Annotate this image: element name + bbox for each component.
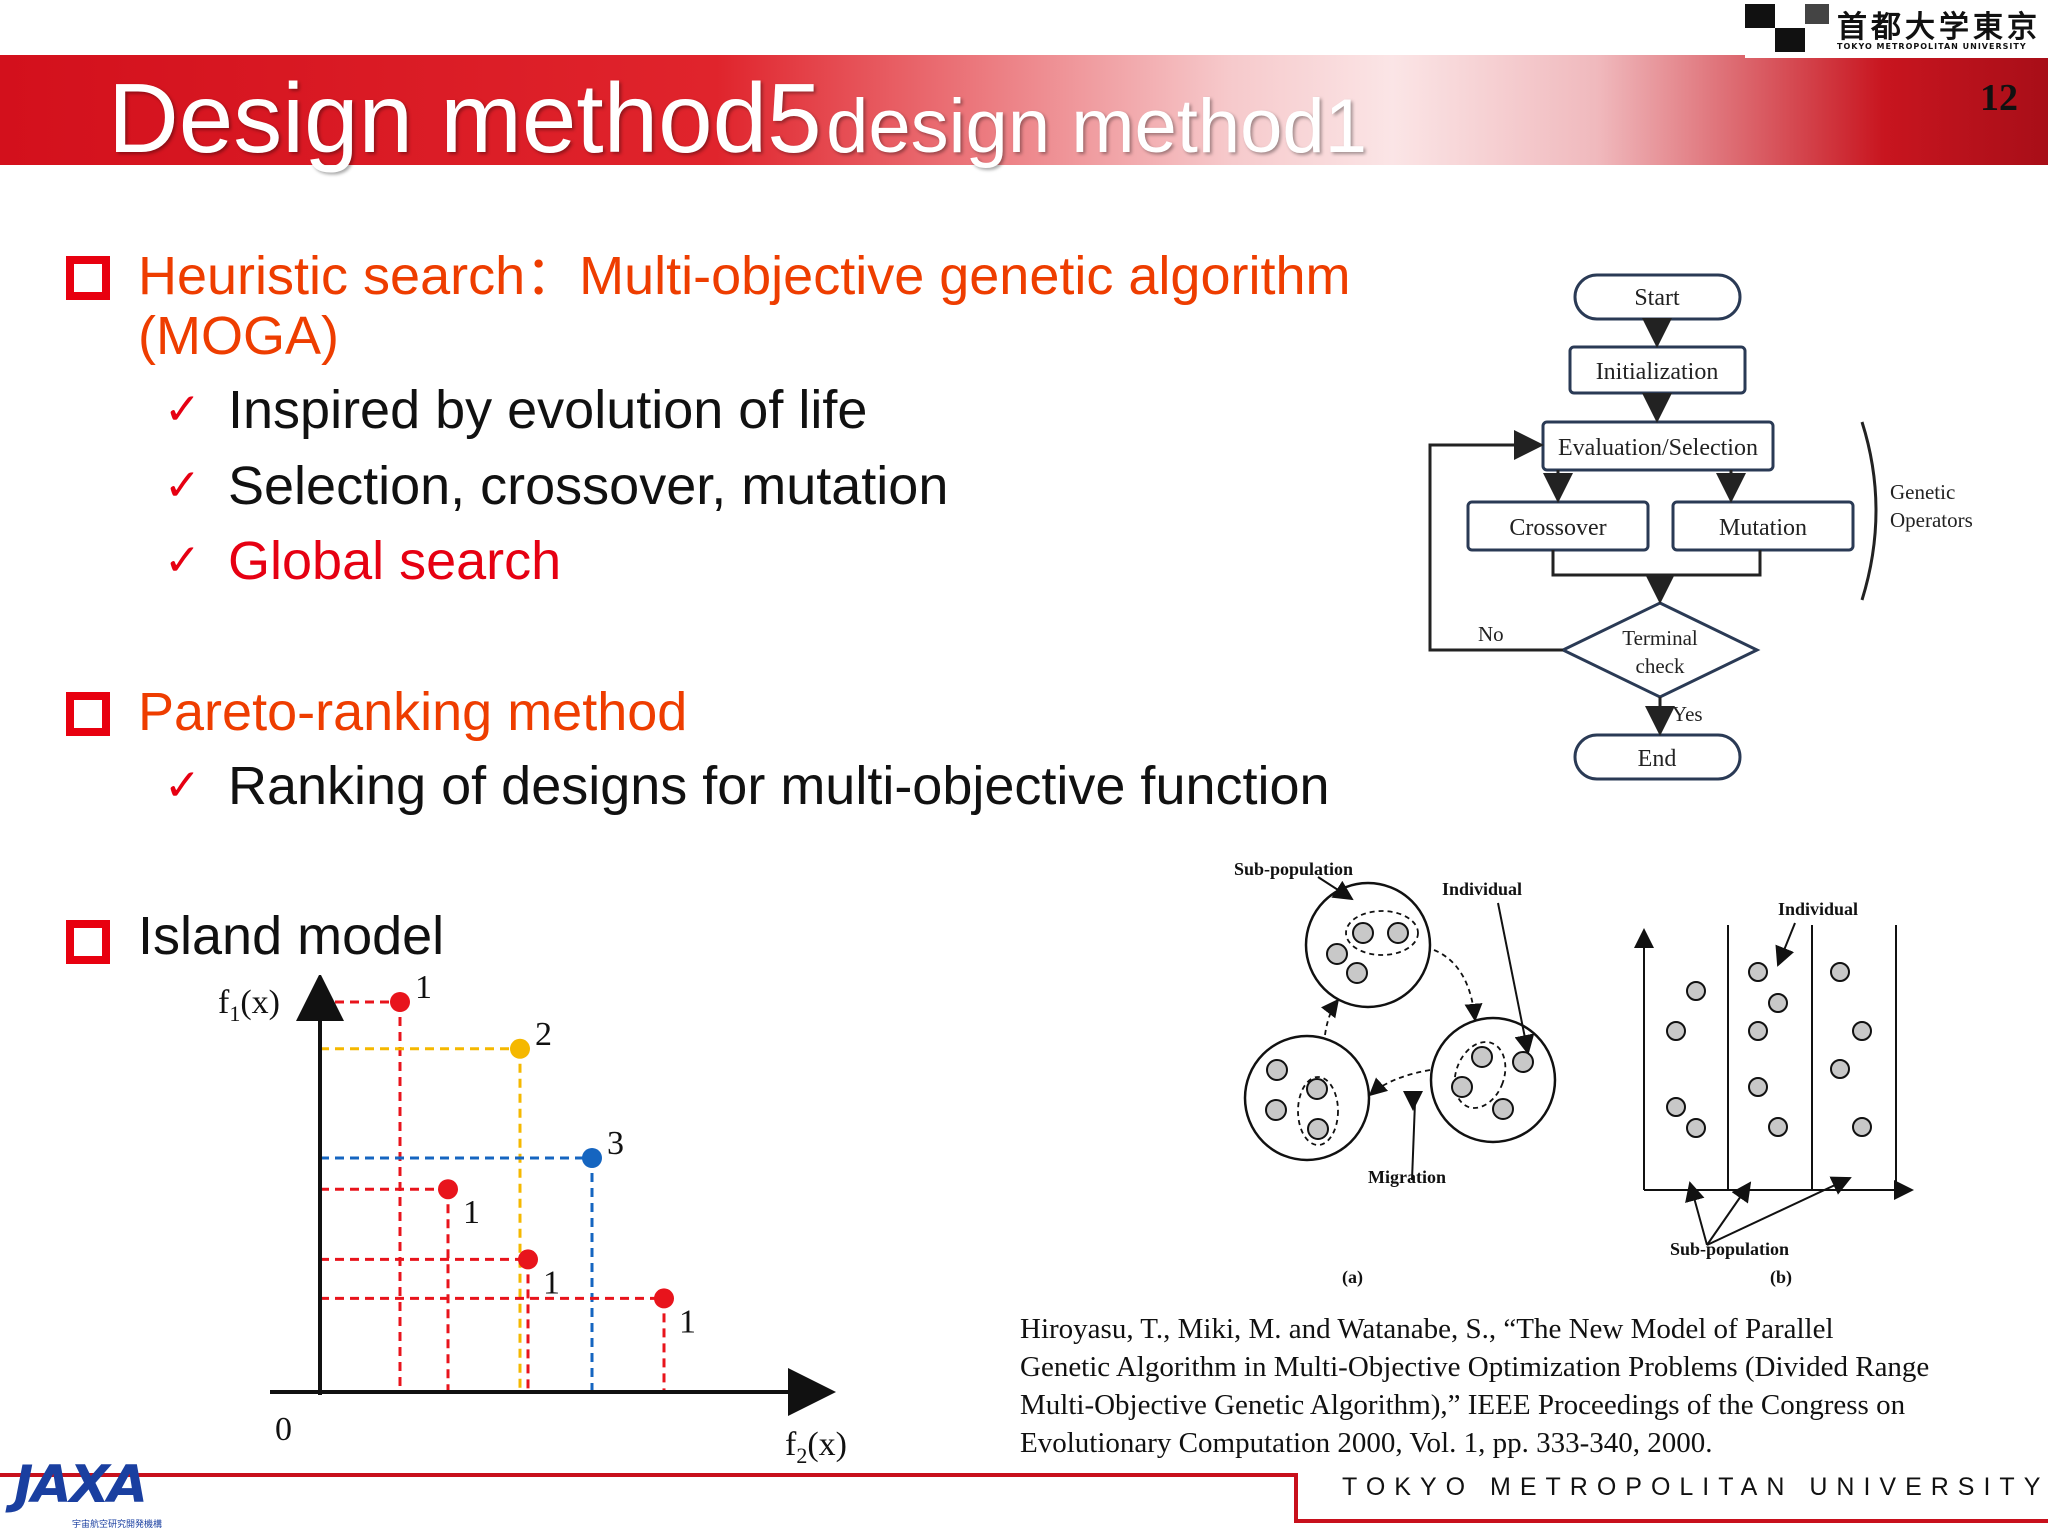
- square-bullet-icon: [66, 692, 110, 736]
- island-model-figure: Sub-population Individual Migration (a) …: [1234, 859, 1914, 1288]
- footer-rule: [0, 1473, 1298, 1477]
- footer-rule: [1294, 1473, 1298, 1523]
- square-bullet-icon: [66, 256, 110, 300]
- logo-square-icon: [1775, 28, 1805, 52]
- slide-title: Design method5 design method1: [108, 62, 1367, 175]
- migration-label: Migration: [1368, 1167, 1446, 1187]
- pareto-rank-label: 1: [679, 1303, 696, 1340]
- jaxa-logo: JAXA 宇宙航空研究開発機構: [0, 1455, 162, 1536]
- pareto-rank-label: 2: [535, 1016, 552, 1053]
- bullet-item-highlight: Global search: [228, 531, 562, 591]
- caption-b: (b): [1770, 1267, 1792, 1288]
- pareto-point: [654, 1288, 674, 1309]
- page-number: 12: [1980, 77, 2018, 119]
- section-heading-island: Island model: [138, 906, 445, 966]
- title-main: Design method5: [108, 63, 822, 173]
- title-sub: design method1: [826, 84, 1367, 169]
- island-circle: [1429, 1016, 1557, 1144]
- individual-label-b: Individual: [1778, 899, 1858, 919]
- bullet-item: Selection, crossover, mutation: [228, 456, 949, 516]
- logo-square-icon: [1805, 4, 1829, 24]
- reference-line: Genetic Algorithm in Multi-Objective Opt…: [1020, 1351, 1930, 1383]
- pareto-ranking-chart: 1 2 3 1 1 1 f1(x) f2(x) 0: [218, 975, 847, 1468]
- pareto-point: [582, 1148, 602, 1168]
- reference-citation: Hiroyasu, T., Miki, M. and Watanabe, S.,…: [1020, 1310, 2030, 1462]
- pareto-point: [390, 992, 410, 1012]
- logo-english: TOKYO METROPOLITAN UNIVERSITY: [1837, 42, 2027, 51]
- y-axis-label: f1(x): [218, 984, 280, 1026]
- flow-terminal-label-2: check: [1636, 654, 1685, 678]
- flow-crossover-label: Crossover: [1509, 515, 1606, 541]
- sub-population-label: Sub-population: [1234, 859, 1353, 879]
- flow-end-label: End: [1638, 746, 1677, 772]
- pareto-points: 1 2 3 1 1 1: [390, 975, 696, 1340]
- pareto-guide-lines: [320, 1000, 666, 1392]
- checkmark-icon: ✓: [164, 460, 201, 511]
- flow-no-label: No: [1478, 622, 1504, 646]
- origin-label: 0: [275, 1411, 292, 1448]
- sub-population-label-b: Sub-population: [1670, 1239, 1789, 1259]
- footer-university-name: TOKYO METROPOLITAN UNIVERSITY: [1342, 1473, 2048, 1501]
- pareto-rank-label: 1: [463, 1194, 480, 1231]
- section-heading-moga: Heuristic search：Multi-objective genetic…: [138, 246, 1351, 306]
- footer-rule: [1294, 1519, 2048, 1523]
- pareto-rank-label: 1: [543, 1264, 560, 1301]
- pareto-point: [518, 1249, 538, 1270]
- individual-label: Individual: [1442, 879, 1522, 899]
- university-logo: 首都大学東京 TOKYO METROPOLITAN UNIVERSITY: [1745, 0, 2048, 58]
- section-heading-pareto: Pareto-ranking method: [138, 682, 688, 742]
- flow-eval-label: Evaluation/Selection: [1558, 435, 1758, 461]
- genetic-operators-label-1: Genetic: [1890, 480, 1955, 504]
- logo-kanji: 首都大学東京: [1837, 10, 2041, 45]
- section-heading-moga-cont: (MOGA): [138, 306, 339, 366]
- island-circle: [1304, 881, 1432, 1009]
- checkmark-icon: ✓: [164, 384, 201, 435]
- jaxa-logo-text: JAXA: [14, 1455, 148, 1515]
- bullet-item: Ranking of designs for multi-objective f…: [228, 756, 1330, 816]
- pareto-rank-label: 1: [415, 975, 432, 1006]
- moga-flowchart: Start Initialization Evaluation/Selectio…: [1428, 273, 1973, 781]
- square-bullet-icon: [66, 920, 110, 964]
- caption-a: (a): [1342, 1267, 1363, 1288]
- reference-line: Hiroyasu, T., Miki, M. and Watanabe, S.,…: [1020, 1313, 1834, 1345]
- title-banner: [0, 55, 2048, 165]
- pareto-point: [438, 1179, 458, 1200]
- checkmark-icon: ✓: [164, 760, 201, 811]
- flow-init-label: Initialization: [1596, 359, 1719, 385]
- flow-mutation-label: Mutation: [1719, 515, 1807, 541]
- pareto-point: [510, 1038, 530, 1059]
- x-axis-label: f2(x): [785, 1426, 847, 1468]
- flow-start-label: Start: [1634, 285, 1680, 311]
- genetic-operators-label-2: Operators: [1890, 508, 1973, 532]
- checkmark-icon: ✓: [164, 535, 201, 586]
- island-circle: [1243, 1034, 1371, 1162]
- flow-yes-label: Yes: [1672, 702, 1703, 726]
- reference-line: Multi-Objective Genetic Algorithm),” IEE…: [1020, 1389, 1906, 1421]
- flow-terminal-node: [1559, 601, 1761, 699]
- flow-terminal-label-1: Terminal: [1622, 626, 1698, 650]
- pareto-rank-label: 3: [607, 1125, 624, 1162]
- bullet-item: Inspired by evolution of life: [228, 380, 868, 440]
- logo-square-icon: [1745, 4, 1775, 28]
- flow-mutation-node: [1671, 500, 1855, 552]
- reference-line: Evolutionary Computation 2000, Vol. 1, p…: [1020, 1427, 1713, 1459]
- jaxa-logo-subtext: 宇宙航空研究開発機構: [72, 1519, 163, 1529]
